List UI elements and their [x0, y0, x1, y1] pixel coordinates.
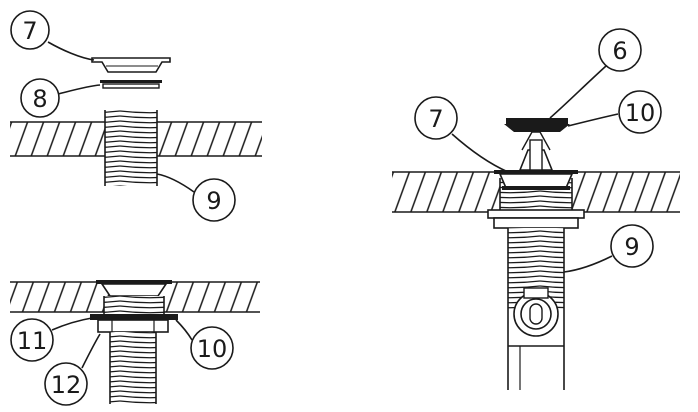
- callout-right-7: 7: [414, 96, 458, 140]
- svg-text:9: 9: [206, 187, 221, 215]
- callout-bottom-left-12: 12: [44, 362, 88, 406]
- callout-bottom-left-10: 10: [190, 326, 234, 370]
- callout-right-6: 6: [598, 28, 642, 72]
- drain-body-right: [487, 178, 585, 390]
- flange-right: [494, 170, 578, 190]
- svg-text:10: 10: [625, 99, 656, 127]
- callout-top-left-7: 7: [10, 10, 50, 50]
- callout-top-left-9: 9: [192, 178, 236, 222]
- leader-bottom-left-10: [175, 319, 193, 341]
- nut-bottom-left: [97, 319, 169, 333]
- svg-text:11: 11: [17, 327, 48, 355]
- washer-bottom-left: [90, 314, 178, 320]
- leader-top-left-9: [156, 173, 195, 193]
- leader-right-10: [567, 113, 619, 127]
- overflow-port-right: [513, 287, 559, 337]
- right-detail: 6 10 7 9: [392, 28, 680, 390]
- leader-bottom-left-11: [51, 317, 93, 331]
- flange-top-left: [91, 57, 171, 73]
- callout-right-9: 9: [610, 224, 654, 268]
- svg-text:7: 7: [22, 17, 37, 45]
- leader-right-7: [451, 133, 509, 173]
- callout-right-10: 10: [618, 90, 662, 134]
- leader-top-left-7: [47, 41, 95, 61]
- leader-bottom-left-12: [81, 333, 101, 369]
- top-left-detail: 7 8 9: [10, 10, 262, 222]
- svg-text:12: 12: [51, 371, 82, 399]
- leader-right-6: [549, 65, 607, 119]
- callout-bottom-left-11: 11: [10, 318, 54, 362]
- svg-text:10: 10: [197, 335, 228, 363]
- svg-text:8: 8: [32, 85, 47, 113]
- callout-top-left-8: 8: [20, 78, 60, 118]
- drain-body-bottom-left: [109, 332, 157, 404]
- leader-right-9: [563, 255, 613, 273]
- bottom-left-detail: 11 12 10: [10, 280, 260, 406]
- washer-top-left: [100, 80, 162, 89]
- seal-right: [504, 124, 570, 132]
- popup-stem-right: [518, 131, 554, 171]
- svg-text:9: 9: [624, 233, 639, 261]
- leader-top-left-8: [57, 84, 101, 95]
- cap-right: [506, 118, 568, 124]
- svg-text:7: 7: [428, 105, 443, 133]
- flange-bottom-left: [96, 280, 172, 314]
- drain-body-top-left: [104, 110, 158, 186]
- svg-text:6: 6: [612, 37, 627, 65]
